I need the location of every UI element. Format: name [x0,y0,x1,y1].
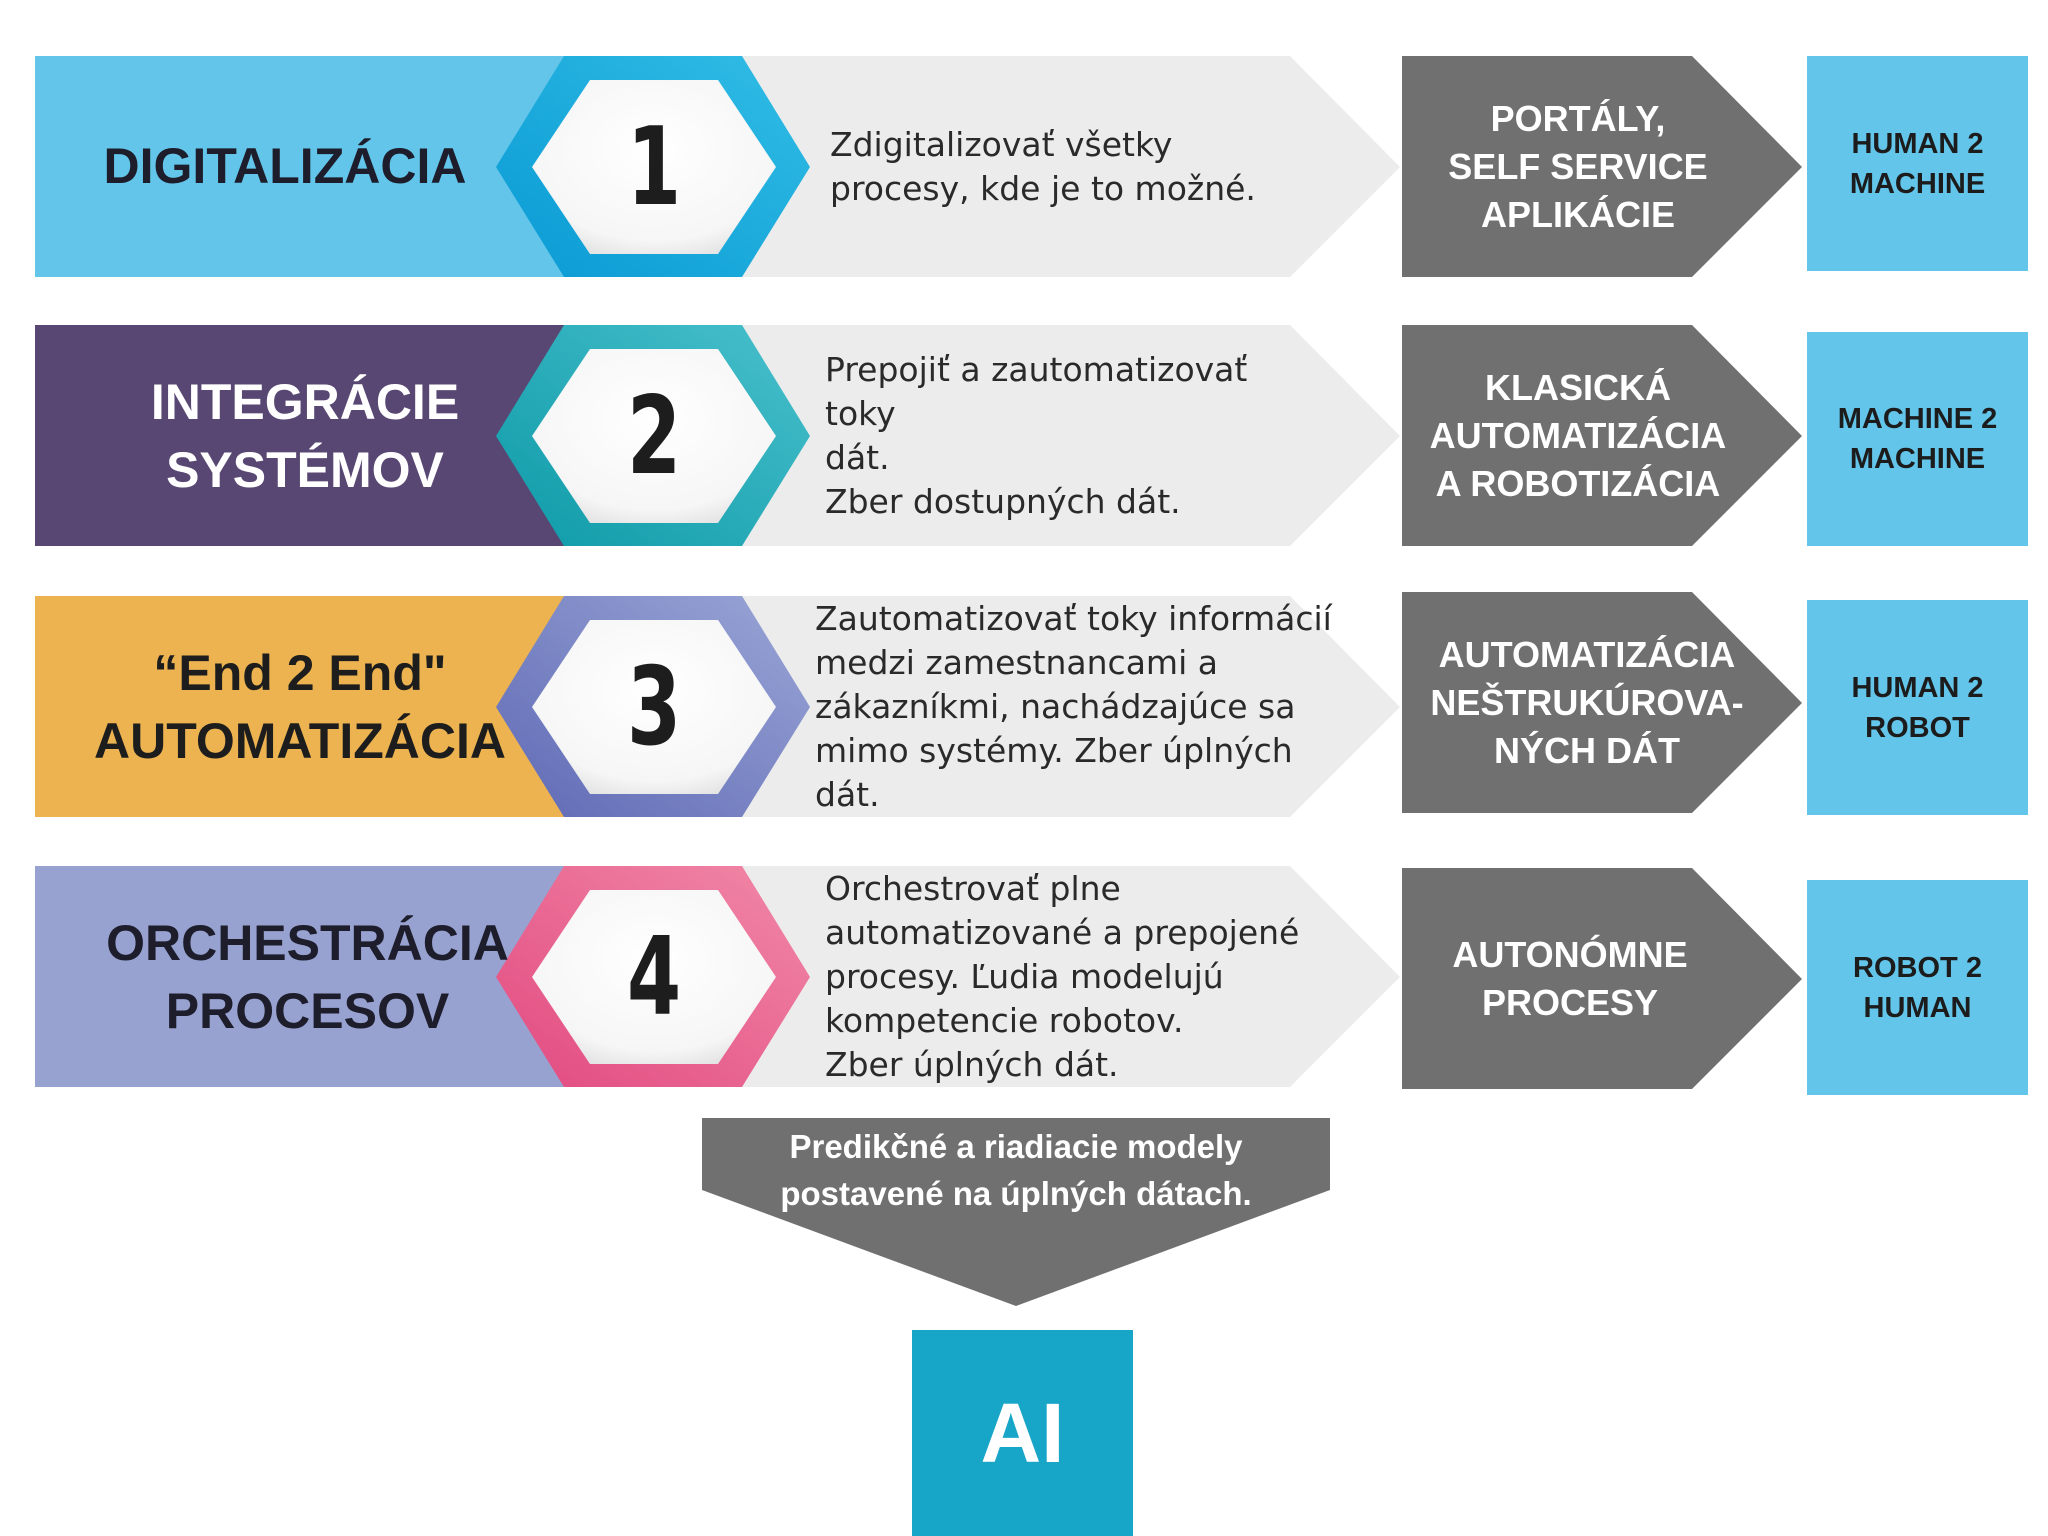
stage-3-grey-arrow [590,596,1400,817]
stage-3-relation: HUMAN 2 ROBOT [1851,671,1984,744]
stage-3-title: “End 2 End" AUTOMATIZÁCIA [94,644,506,769]
stage-3-hexagon-inner [532,620,776,794]
stage-1-grey-arrow [590,56,1400,277]
stage-4-number: 4 [626,914,682,1040]
ai-box [912,1330,1133,1536]
stage-1-number: 1 [626,104,682,230]
stage-2-description: Prepojiť a zautomatizovať toky dát. Zber… [825,349,1248,521]
stage-4-description: Orchestrovať plne automatizované a prepo… [825,868,1300,1084]
stage-1-relation-box [1807,56,2028,271]
bottom-arrow-text: Predikčné a riadiacie modely postavené n… [780,1128,1252,1212]
stage-4-relation-box [1807,880,2028,1095]
stage-2-hexagon-inner [532,349,776,523]
stage-4-relation: ROBOT 2 HUMAN [1853,951,1982,1024]
stage-1-technology: PORTÁLY, SELF SERVICE APLIKÁCIE [1448,97,1708,235]
stage-2-tech-arrow [1402,325,1802,546]
stage-1-tech-arrow [1402,56,1802,277]
stage-2-number: 2 [626,373,682,499]
ai-label: AI [980,1385,1065,1480]
stage-2-grey-arrow [590,325,1400,546]
stage-3-relation-box [1807,600,2028,815]
stage-3-technology: AUTOMATIZÁCIA NEŠTRUKÚROVA- NÝCH DÁT [1430,633,1744,771]
stage-1-description: Zdigitalizovať všetky procesy, kde je to… [830,124,1256,208]
stage-2-relation-box [1807,332,2028,546]
stage-4-tech-arrow [1402,868,1802,1089]
bottom-down-arrow [702,1118,1330,1306]
stage-2-technology: KLASICKÁ AUTOMATIZÁCIA A ROBOTIZÁCIA [1429,366,1727,504]
stage-1-hexagon-inner [532,80,776,254]
stage-1-title: DIGITALIZÁCIA [103,138,467,195]
stage-2-relation: MACHINE 2 MACHINE [1837,403,1998,475]
stage-2-title: INTEGRÁCIE SYSTÉMOV [150,373,460,498]
stage-1-relation: HUMAN 2 MACHINE [1849,127,1986,200]
stage-3-tech-arrow [1402,592,1802,813]
stage-4-title: ORCHESTRÁCIA PROCESOV [106,914,509,1039]
stage-4-grey-arrow [590,866,1400,1087]
stage-4-hexagon-inner [532,890,776,1064]
stage-4-technology: AUTONÓMNE PROCESY [1452,933,1688,1023]
stage-3-description: Zautomatizovať toky informácií medzi zam… [815,598,1332,814]
stage-3-number: 3 [626,644,682,770]
